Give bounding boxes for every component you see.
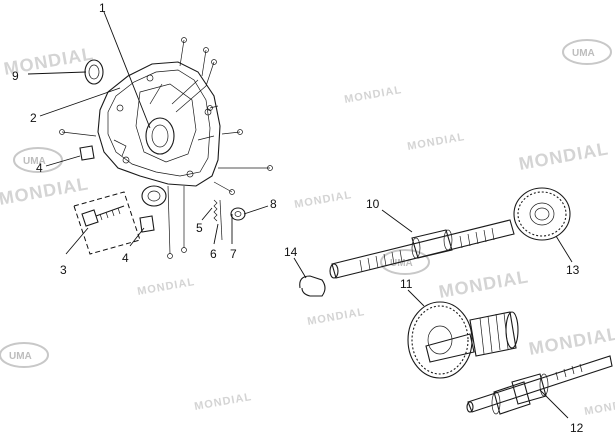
watermark-mondial-7: MONDIAL <box>437 266 530 301</box>
label-part-8: 8 <box>270 197 277 211</box>
oil-seal <box>84 59 104 85</box>
dowel-pin-upper <box>79 145 95 161</box>
spring-screw <box>213 199 223 241</box>
label-part-9: 9 <box>12 69 19 83</box>
svg-text:UMA: UMA <box>572 48 595 59</box>
gear-shaft-11 <box>407 301 519 379</box>
watermark-mondial-4: MONDIAL <box>517 138 610 173</box>
part-labels: 1 2 3 4 4 5 6 7 8 9 10 11 12 13 14 <box>12 1 584 435</box>
watermark-mondial-12: MONDIAL <box>583 396 615 418</box>
cover-bolts <box>59 37 273 259</box>
svg-text:UMA: UMA <box>9 351 32 362</box>
label-part-2: 2 <box>30 111 37 125</box>
label-part-4b: 4 <box>122 251 129 265</box>
gear-13 <box>513 187 571 241</box>
uma-logo-3: UMA <box>380 249 430 275</box>
label-part-13: 13 <box>566 263 580 277</box>
label-part-5: 5 <box>196 221 203 235</box>
watermark-mondial-5: MONDIAL <box>0 173 90 208</box>
leader-lines <box>27 11 573 419</box>
circlip-14 <box>299 275 326 297</box>
label-part-3: 3 <box>60 263 67 277</box>
dowel-pin-lower <box>139 215 155 233</box>
label-part-12: 12 <box>570 421 584 435</box>
watermark-mondial-10: MONDIAL <box>527 323 615 358</box>
watermark-mondial-6: MONDIAL <box>293 189 353 211</box>
watermark-layer: MONDIAL MONDIAL MONDIAL MONDIAL MONDIAL … <box>0 39 615 418</box>
crankcase-cover <box>97 61 221 187</box>
svg-text:UMA: UMA <box>390 258 413 269</box>
splined-shaft <box>329 219 515 279</box>
label-part-4a: 4 <box>36 161 43 175</box>
drain-plug <box>230 207 246 221</box>
watermark-mondial-3: MONDIAL <box>406 131 466 153</box>
label-part-7: 7 <box>230 247 237 261</box>
uma-logo-1: UMA <box>562 39 612 65</box>
watermark-mondial-2: MONDIAL <box>343 84 403 106</box>
svg-text:UMA: UMA <box>23 156 46 167</box>
label-part-6: 6 <box>210 247 217 261</box>
bolt-kit-box <box>73 191 141 255</box>
watermark-mondial-11: MONDIAL <box>193 391 253 413</box>
label-part-14: 14 <box>284 245 298 259</box>
label-part-10: 10 <box>366 197 380 211</box>
watermark-mondial-9: MONDIAL <box>306 306 366 328</box>
watermark-mondial-8: MONDIAL <box>136 276 196 298</box>
cover-bearing <box>141 185 167 207</box>
label-part-11: 11 <box>400 277 413 291</box>
uma-logo-2: UMA <box>13 147 63 173</box>
label-part-1: 1 <box>99 1 106 15</box>
uma-logo-4: UMA <box>0 342 49 368</box>
